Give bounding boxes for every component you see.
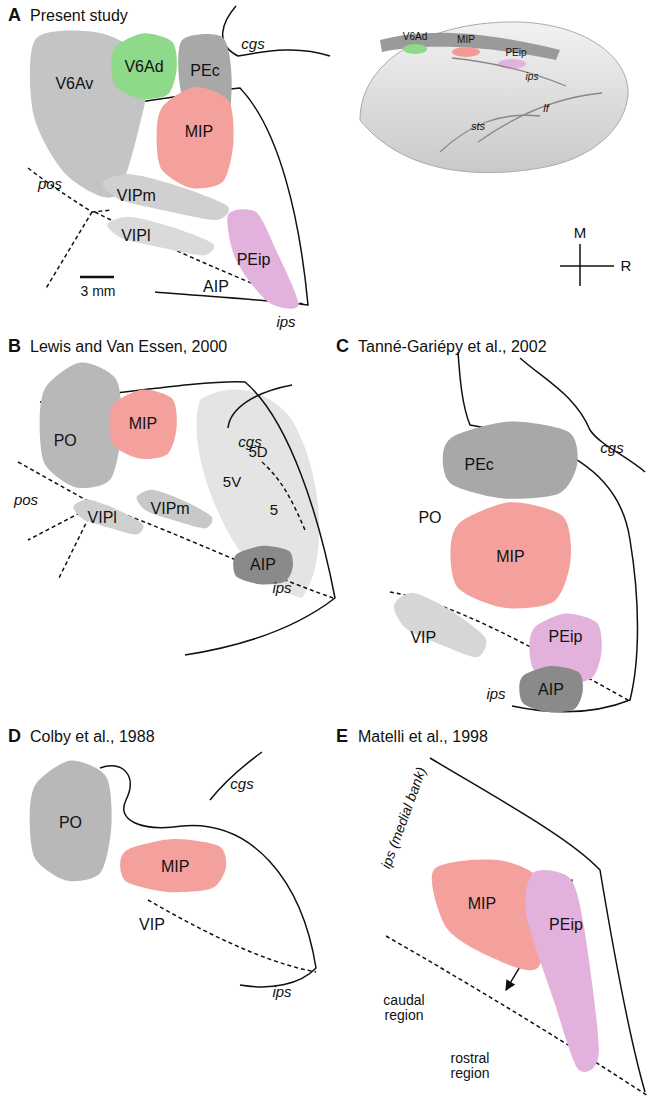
area-label: V6Av	[55, 76, 93, 94]
panel-letter: A	[8, 6, 21, 26]
brain-area: PEip	[220, 210, 300, 310]
sulcus-label: cgs	[241, 36, 264, 53]
area-label: MIP	[496, 548, 524, 566]
brain-area: PEc	[440, 420, 580, 500]
area-label: PEip	[237, 251, 271, 269]
area-label: MIP	[185, 123, 213, 141]
brain-area: V6Ad	[110, 32, 178, 100]
area-label: PEip	[549, 917, 583, 935]
sulcus-label: ips	[526, 71, 539, 82]
text-label: M	[574, 225, 587, 242]
text-label: rostral region	[440, 1051, 500, 1082]
brain-area: VIP	[392, 590, 487, 660]
text-label: 5	[270, 502, 278, 519]
panel-letter: B	[8, 337, 21, 357]
brain-area: MIP	[108, 388, 178, 460]
sulcus-label: cgs	[600, 440, 623, 457]
text-label: VIP	[139, 916, 165, 934]
text-label: Matelli et al., 1998	[358, 728, 488, 746]
area-label: VIPm	[117, 187, 156, 205]
sulcus-label: lf	[543, 102, 549, 114]
area-label: PEip	[549, 628, 583, 646]
text-label: 3 mm	[81, 284, 116, 299]
text-label: AIP	[203, 278, 229, 296]
brain-area: MIP	[448, 500, 573, 610]
sulcus-lines	[18, 6, 648, 1096]
area-label: VIPm	[151, 500, 190, 518]
text-label: 5V	[223, 474, 241, 491]
area-shape	[392, 590, 487, 660]
area-shape	[440, 420, 580, 500]
brain-area: VIPl	[105, 215, 215, 257]
area-label: MIP	[161, 858, 189, 876]
area-label: PO	[54, 432, 77, 450]
text-label: V6Ad	[403, 31, 427, 42]
sulcus-label: cgs	[230, 776, 253, 793]
brain-area: MIP	[118, 838, 228, 893]
text-label: Lewis and Van Essen, 2000	[30, 338, 227, 356]
area-label: V6Ad	[124, 59, 163, 77]
brain-area: MIP	[155, 85, 235, 190]
brain-area: PEip	[522, 868, 602, 1073]
sulcus-label: sts	[471, 120, 485, 132]
brain-area: PO	[28, 758, 113, 883]
area-label: VIPl	[88, 509, 117, 527]
brain-area: VIPl	[72, 498, 144, 536]
sulcus-label: ips	[272, 580, 291, 597]
area-label: VIPl	[121, 227, 150, 245]
text-label: 5D	[248, 444, 267, 461]
area-label: PEc	[465, 456, 494, 474]
panel-letter: C	[336, 337, 349, 357]
text-label: R	[621, 258, 632, 275]
area-label: PEc	[190, 63, 219, 81]
area-shape	[522, 868, 602, 1073]
text-label: Colby et al., 1988	[30, 728, 155, 746]
orientation-axes	[560, 244, 614, 286]
text-label: PEip	[505, 47, 526, 58]
sulcus-label: pos	[38, 176, 62, 193]
area-label: AIP	[538, 681, 564, 699]
text-label: MIP	[457, 34, 475, 45]
sulcus-label: ips	[272, 984, 291, 1001]
panel-letter: E	[336, 727, 348, 747]
sulcus-label: ips	[486, 686, 505, 703]
brain-area: VIPm	[100, 172, 230, 222]
brain-area: VIPm	[135, 488, 213, 530]
sulcus-label: ips (medial bank)	[379, 765, 430, 870]
panel-letter: D	[8, 727, 21, 747]
sulcus-label: ips	[276, 314, 295, 331]
brain-inset	[360, 22, 628, 173]
area-label: MIP	[129, 415, 157, 433]
area-label: MIP	[468, 895, 496, 913]
area-label: AIP	[250, 556, 276, 574]
brain-area: AIP	[518, 665, 584, 713]
text-label: Present study	[30, 7, 128, 25]
sulcus-label: pos	[14, 492, 38, 509]
text-label: Tanné-Gariépy et al., 2002	[358, 338, 547, 356]
area-label: PO	[59, 814, 82, 832]
area-label: VIP	[410, 629, 436, 647]
text-label: PO	[418, 509, 441, 527]
text-label: caudal region	[374, 993, 434, 1024]
